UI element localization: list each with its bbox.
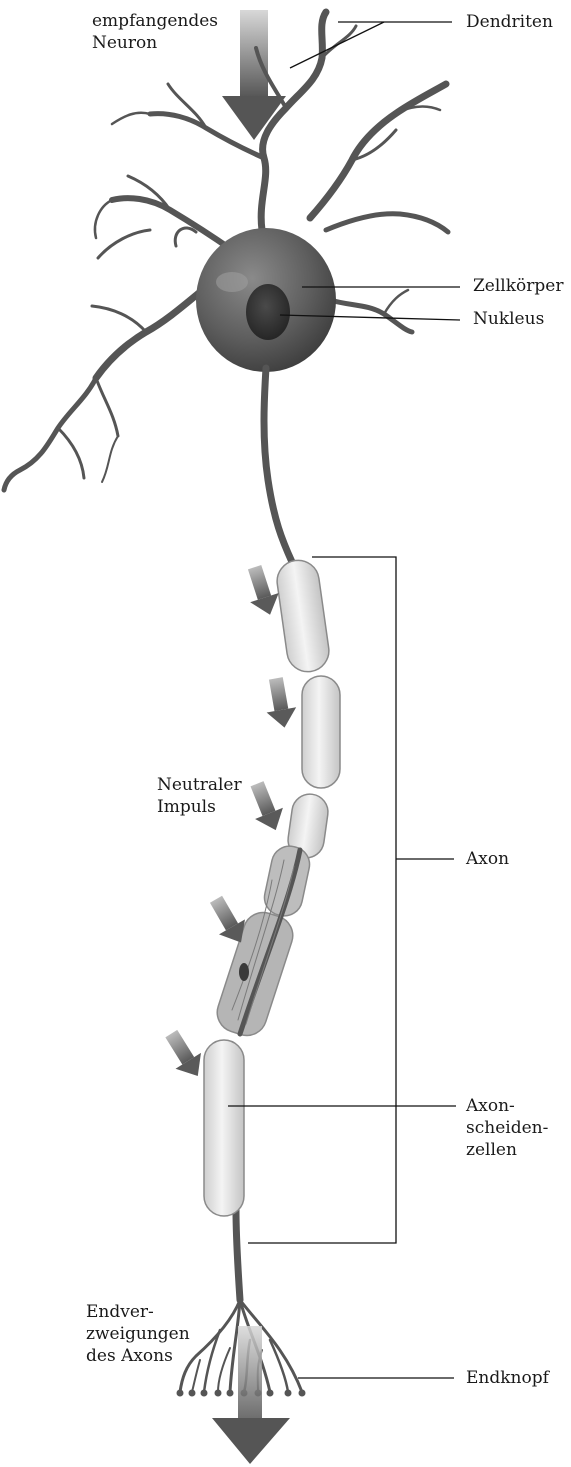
myelin-cells-label: Axon- scheiden- zellen — [466, 1095, 548, 1161]
receiving-neuron-label: empfangendes Neuron — [92, 10, 218, 54]
axon-label: Axon — [466, 848, 509, 870]
nucleus-label: Nukleus — [473, 308, 544, 330]
terminal-button-label: Endknopf — [466, 1367, 549, 1389]
nucleus-shape — [246, 284, 290, 340]
terminal-branches-label: Endver- zweigungen des Axons — [86, 1301, 190, 1367]
neural-impulse-label: Neutraler Impuls — [157, 774, 242, 818]
myelin-sheath-segments — [204, 558, 340, 1216]
dendrites-label: Dendriten — [466, 11, 553, 33]
cell-body-label: Zellkörper — [473, 275, 563, 297]
dendrites-leader-line-2 — [290, 22, 384, 68]
